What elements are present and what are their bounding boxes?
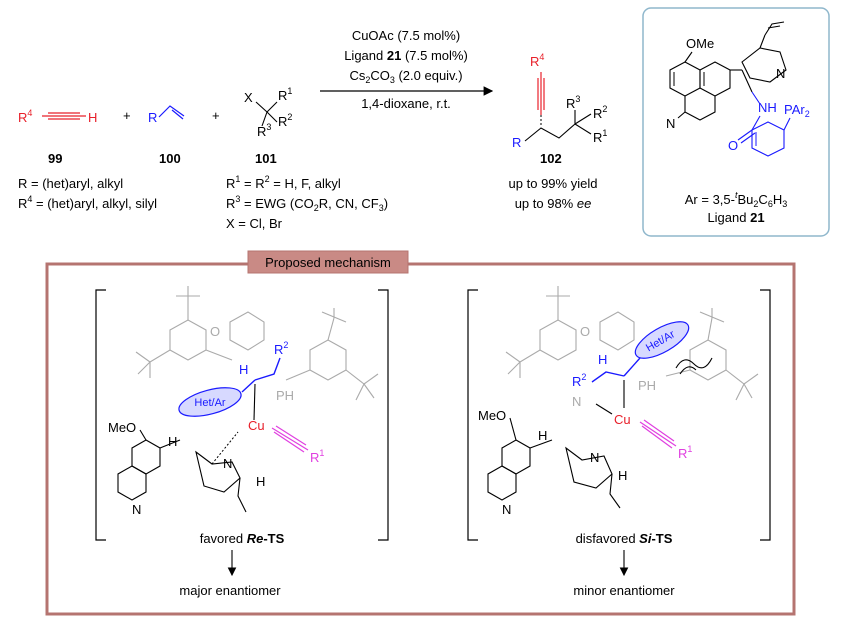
svg-text:Ligand 21: Ligand 21	[707, 210, 764, 225]
reagent-99: R4 H 99	[18, 108, 97, 166]
scope-left: R = (het)aryl, alkyl R4 = (het)aryl, alk…	[18, 176, 157, 211]
svg-text:H: H	[598, 352, 607, 367]
minor-enantiomer-label: minor enantiomer	[573, 583, 675, 598]
mechanism-box: Proposed mechanism	[45, 250, 796, 616]
svg-text:N: N	[776, 66, 785, 81]
svg-text:R1: R1	[593, 128, 607, 145]
svg-text:R = (het)aryl, alkyl: R = (het)aryl, alkyl	[18, 176, 123, 191]
svg-text:R2: R2	[593, 104, 607, 121]
svg-text:MeO: MeO	[108, 420, 136, 435]
svg-text:MeO: MeO	[478, 408, 506, 423]
svg-text:R: R	[512, 135, 521, 150]
svg-text:N: N	[502, 502, 511, 517]
svg-text:R4: R4	[530, 52, 544, 69]
svg-text:CuOAc (7.5 mol%): CuOAc (7.5 mol%)	[352, 28, 460, 43]
svg-text:R3: R3	[257, 122, 271, 139]
svg-text:up to 99% yield: up to 99% yield	[509, 176, 598, 191]
reagent-100: R 100	[148, 105, 185, 166]
compound-number-101: 101	[255, 151, 277, 166]
svg-text:X: X	[244, 90, 253, 105]
svg-text:R2: R2	[572, 372, 586, 389]
si-ts-label: disfavored Si-TS	[576, 531, 673, 546]
ligand-21-box: OMe N N NH O PAr2 Ar = 3,5-tBu2C6H3 Liga…	[642, 7, 830, 237]
svg-text:R1: R1	[310, 448, 324, 465]
svg-text:H: H	[168, 434, 177, 449]
svg-text:NH: NH	[758, 100, 777, 115]
svg-text:Cu: Cu	[248, 418, 265, 433]
reaction-conditions: CuOAc (7.5 mol%) Ligand 21 (7.5 mol%) Cs…	[320, 28, 494, 111]
svg-text:R1 = R2 = H, F, alkyl: R1 = R2 = H, F, alkyl	[226, 174, 341, 191]
svg-text:R4 = (het)aryl, alkyl, silyl: R4 = (het)aryl, alkyl, silyl	[18, 194, 157, 211]
svg-text:PAr2: PAr2	[784, 102, 810, 119]
svg-text:H: H	[538, 428, 547, 443]
si-ts: O PH N H R2 Het/Ar Cu R1 MeO N H N H	[467, 286, 771, 598]
svg-text:R3: R3	[566, 94, 580, 111]
svg-text:N: N	[132, 502, 141, 517]
svg-text:R1: R1	[278, 86, 292, 103]
svg-text:O: O	[728, 138, 738, 153]
compound-number-102: 102	[540, 151, 562, 166]
svg-text:H: H	[239, 362, 248, 377]
svg-text:Cu: Cu	[614, 412, 631, 427]
re-ts: PH O H R2 Het/Ar Cu R1 MeO N H N H favor…	[95, 286, 389, 598]
svg-text:+: +	[123, 108, 131, 123]
svg-text:N: N	[572, 394, 581, 409]
svg-text:O: O	[580, 324, 590, 339]
svg-text:R4: R4	[18, 108, 32, 125]
reagent-101: X R1 R2 R3 101	[244, 86, 292, 166]
svg-text:R2: R2	[274, 340, 288, 357]
svg-text:R1: R1	[678, 444, 692, 461]
svg-text:N: N	[223, 456, 232, 471]
svg-text:up to 98% ee: up to 98% ee	[515, 196, 592, 211]
svg-text:Ar = 3,5-tBu2C6H3: Ar = 3,5-tBu2C6H3	[685, 190, 787, 209]
svg-text:H: H	[618, 468, 627, 483]
svg-text:H: H	[256, 474, 265, 489]
product-102: R4 R R3 R2 R1 102 up to 99% yield up to …	[509, 52, 608, 211]
compound-number-100: 100	[159, 151, 181, 166]
svg-text:+: +	[212, 108, 220, 123]
mechanism-title: Proposed mechanism	[265, 255, 391, 270]
svg-text:N: N	[590, 450, 599, 465]
svg-text:O: O	[210, 324, 220, 339]
svg-text:PH: PH	[638, 378, 656, 393]
svg-text:PH: PH	[276, 388, 294, 403]
re-ts-label: favored Re-TS	[200, 531, 285, 546]
svg-text:R: R	[148, 110, 157, 125]
scope-right: R1 = R2 = H, F, alkyl R3 = EWG (CO2R, CN…	[226, 174, 388, 231]
compound-number-99: 99	[48, 151, 62, 166]
svg-text:Ligand 21 (7.5 mol%): Ligand 21 (7.5 mol%)	[344, 48, 468, 63]
svg-text:R2: R2	[278, 112, 292, 129]
svg-text:X = Cl, Br: X = Cl, Br	[226, 216, 283, 231]
major-enantiomer-label: major enantiomer	[179, 583, 281, 598]
svg-text:R3 = EWG (CO2R, CN, CF3): R3 = EWG (CO2R, CN, CF3)	[226, 194, 388, 213]
svg-text:Cs2CO3 (2.0 equiv.): Cs2CO3 (2.0 equiv.)	[349, 68, 462, 85]
svg-text:N: N	[666, 116, 675, 131]
svg-text:OMe: OMe	[686, 36, 714, 51]
svg-text:H: H	[88, 110, 97, 125]
svg-text:1,4-dioxane, r.t.: 1,4-dioxane, r.t.	[361, 96, 451, 111]
svg-text:Het/Ar: Het/Ar	[194, 397, 226, 409]
